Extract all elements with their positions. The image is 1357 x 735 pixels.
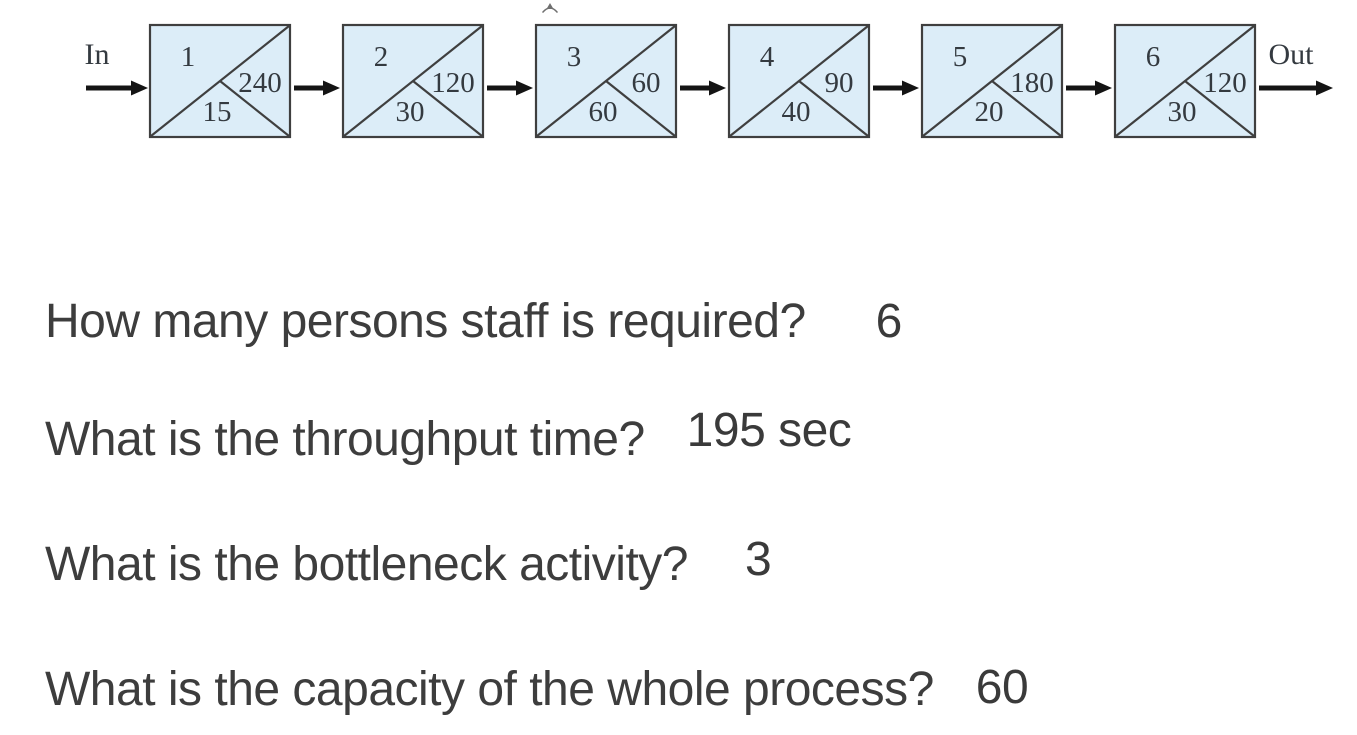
question-text: What is the throughput time? (45, 413, 645, 466)
tiny-cursor-artifact-icon (542, 3, 558, 13)
station-number: 5 (953, 41, 968, 73)
flow-arrow (1066, 80, 1112, 96)
question-text: How many persons staff is required? (45, 295, 806, 348)
question-row-throughput: What is the throughput time? 195 sec (45, 407, 852, 466)
arrow-head (323, 80, 340, 96)
station-capacity-value: 180 (1010, 67, 1054, 99)
question-text: What is the capacity of the whole proces… (45, 663, 934, 716)
arrow-head (1095, 80, 1112, 96)
station-time-value: 40 (782, 96, 811, 128)
station-number: 1 (181, 41, 196, 73)
station-capacity-value: 240 (238, 67, 282, 99)
question-row-staff: How many persons staff is required? 6 (45, 298, 902, 346)
station-number: 4 (760, 41, 775, 73)
out-arrow (1259, 80, 1333, 96)
station-number: 6 (1146, 41, 1161, 73)
out-label: Out (1269, 38, 1315, 71)
station-time-value: 30 (1168, 96, 1197, 128)
station-capacity-value: 60 (632, 67, 661, 99)
arrow-head (902, 80, 919, 96)
question-row-capacity: What is the capacity of the whole proces… (45, 661, 1029, 716)
arrow-head (131, 80, 148, 96)
question-text: What is the bottleneck activity? (45, 538, 688, 591)
flow-arrow (873, 80, 919, 96)
arrow-head (516, 80, 533, 96)
question-row-bottleneck: What is the bottleneck activity? 3 (45, 536, 772, 591)
in-arrow (86, 80, 148, 96)
question-answer: 195 sec (686, 404, 852, 457)
in-label: In (85, 38, 110, 71)
station-time-value: 20 (975, 96, 1004, 128)
station-time-value: 30 (396, 96, 425, 128)
flow-arrow (487, 80, 533, 96)
station-time-value: 60 (589, 96, 618, 128)
question-answer: 6 (875, 295, 903, 348)
flow-arrow (680, 80, 726, 96)
station-time-value: 15 (203, 96, 232, 128)
station-half-diagonal (798, 80, 869, 137)
arrow-head (709, 80, 726, 96)
station-half-diagonal (219, 80, 290, 137)
station-4: 4 90 40 (727, 23, 871, 139)
station-number: 2 (374, 41, 389, 73)
station-capacity-value: 120 (1203, 67, 1247, 99)
arrow-head (1316, 80, 1333, 96)
station-half-diagonal (605, 80, 676, 137)
artifact-head (546, 3, 554, 9)
station-half-diagonal (1184, 80, 1255, 137)
flow-arrow (294, 80, 340, 96)
station-capacity-value: 90 (825, 67, 854, 99)
station-capacity-value: 120 (431, 67, 475, 99)
station-half-diagonal (412, 80, 483, 137)
question-answer: 60 (975, 661, 1029, 714)
station-half-diagonal (991, 80, 1062, 137)
station-number: 3 (567, 41, 582, 73)
question-answer: 3 (744, 533, 772, 586)
